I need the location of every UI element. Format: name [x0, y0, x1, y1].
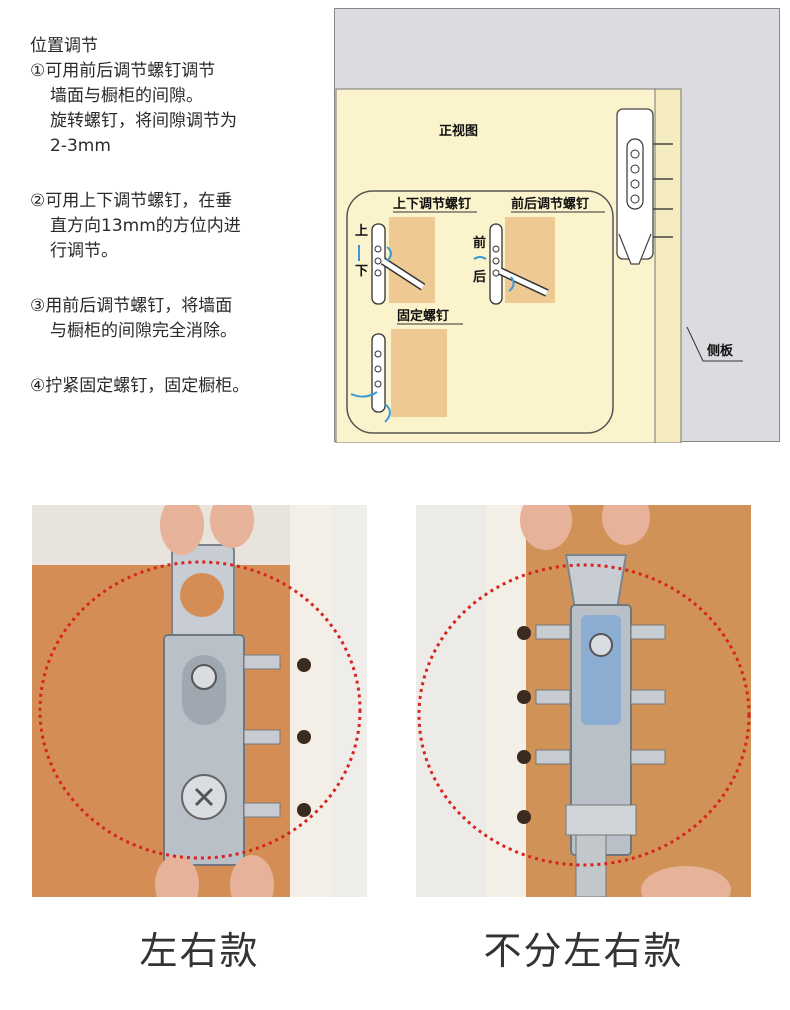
instruction-step-4: ④拧紧固定螺钉，固定橱柜。 [30, 374, 330, 399]
back-label: 后 [473, 269, 486, 285]
step-line: ①可用前后调节螺钉调节 [30, 61, 216, 81]
universal-bracket-photo [416, 505, 751, 897]
adjustment-diagram: 正视图 侧板 [334, 8, 780, 443]
step-line: ②可用上下调节螺钉，在垂 [30, 191, 233, 211]
side-panel [654, 88, 682, 443]
step-line: 行调节。 [50, 241, 118, 261]
bracket-illustration [416, 505, 751, 897]
left-right-bracket-photo [32, 505, 367, 897]
front-label: 前 [473, 235, 486, 251]
vertical-adjust-detail [358, 217, 435, 305]
step-line: ④拧紧固定螺钉，固定橱柜。 [30, 376, 250, 396]
instruction-step-1: ①可用前后调节螺钉调节 墙面与橱柜的间隙。 旋转螺钉，将间隙调节为 2-3mm [30, 59, 330, 159]
up-label: 上 [355, 224, 368, 239]
hanger-bracket-drawing [616, 108, 673, 265]
fixing-screw-label: 固定螺钉 [397, 308, 449, 324]
step-line: 墙面与橱柜的间隙。 [50, 86, 203, 106]
front-view-label: 正视图 [439, 123, 478, 139]
step-line: ③用前后调节螺钉，将墙面 [30, 296, 233, 316]
step-line: 与橱柜的间隙完全消除。 [50, 321, 237, 341]
instructions-heading: 位置调节 [30, 36, 98, 56]
step-line: 旋转螺钉，将间隙调节为 [50, 111, 237, 131]
vertical-screw-label: 上下调节螺钉 [393, 196, 471, 212]
instruction-step-3: ③用前后调节螺钉，将墙面 与橱柜的间隙完全消除。 [30, 294, 330, 344]
instruction-step-2: ②可用上下调节螺钉，在垂 直方向13mm的方位内进 行调节。 [30, 189, 330, 264]
down-label: 下 [355, 264, 368, 279]
detail-callout [346, 190, 614, 434]
depth-screw-label: 前后调节螺钉 [511, 196, 589, 212]
depth-adjust-detail [473, 217, 555, 305]
fixing-screw-detail [350, 329, 447, 423]
universal-caption: 不分左右款 [483, 929, 684, 973]
side-panel-leader [686, 326, 743, 362]
step-line: 直方向13mm的方位内进 [50, 216, 241, 236]
left-right-caption: 左右款 [139, 929, 260, 973]
side-panel-label: 侧板 [707, 343, 734, 359]
step-line: 2-3mm [50, 136, 111, 156]
bracket-illustration [32, 505, 367, 897]
instructions-panel: 位置调节 ①可用前后调节螺钉调节 墙面与橱柜的间隙。 旋转螺钉，将间隙调节为 2… [30, 34, 330, 399]
diagram-drawing: 正视图 侧板 [335, 88, 743, 443]
